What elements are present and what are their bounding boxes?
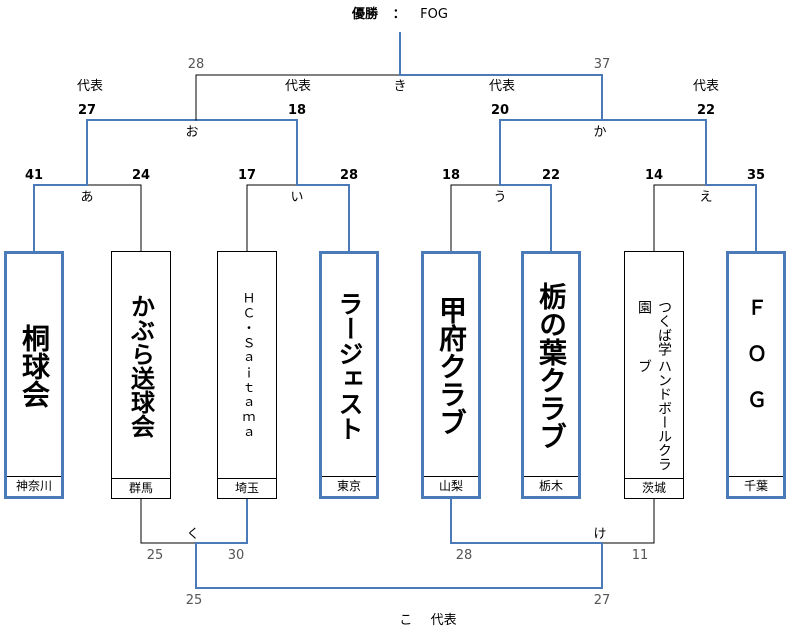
line-ke-ko bbox=[399, 542, 603, 589]
line-team4-i bbox=[296, 184, 350, 252]
match-label-ka: か bbox=[593, 125, 607, 140]
team-box-8: ＦＯＧ 千葉 bbox=[726, 251, 786, 499]
line-e-ka bbox=[601, 119, 707, 186]
team-box-4: ラージェスト 東京 bbox=[319, 251, 379, 499]
match-label-e: え bbox=[699, 190, 713, 205]
score-ke-left: 28 bbox=[455, 548, 473, 563]
team-prefecture: 山梨 bbox=[424, 476, 478, 496]
match-label-ko-block: こ 代表 bbox=[399, 614, 456, 628]
score-ka-left: 20 bbox=[490, 103, 510, 118]
team-name: ＨＣ・Ｓａｉｔａｍａ bbox=[239, 290, 255, 441]
champion-title: 優勝 ： FOG bbox=[352, 8, 448, 22]
score-ka-right: 22 bbox=[696, 103, 716, 118]
match-label-i: い bbox=[290, 190, 304, 205]
score-ko-right: 27 bbox=[593, 593, 611, 608]
score-ki-left: 28 bbox=[187, 57, 205, 72]
match-label-o: お bbox=[185, 125, 199, 140]
team-prefecture: 千葉 bbox=[729, 476, 783, 496]
team-box-2: かぶら送球会 群馬 bbox=[111, 251, 171, 499]
team-prefecture: 茨城 bbox=[625, 478, 683, 498]
team-name-line2: ハンドボールクラブ bbox=[636, 358, 672, 471]
line-team1-a bbox=[33, 184, 88, 252]
line-o-ki bbox=[195, 74, 401, 121]
line-team6-u bbox=[499, 184, 552, 252]
team-box-6: 栃の葉クラブ 栃木 bbox=[521, 251, 581, 499]
team-name: つくば学園 bbox=[636, 300, 672, 356]
champion-label: 優勝 bbox=[352, 7, 379, 22]
team-prefecture: 神奈川 bbox=[7, 476, 61, 496]
team-box-1: 桐球会 神奈川 bbox=[4, 251, 64, 499]
line-u-ka bbox=[499, 119, 603, 186]
team-name: かぶら送球会 bbox=[126, 293, 155, 438]
score-o-right: 18 bbox=[287, 103, 307, 118]
line-team3-i bbox=[246, 184, 298, 252]
line-team7-e bbox=[653, 184, 707, 252]
line-team3-ku bbox=[195, 498, 248, 544]
champion-separator: ： bbox=[392, 7, 406, 22]
score-u-right: 22 bbox=[541, 168, 561, 183]
score-ku-left: 25 bbox=[146, 548, 164, 563]
match-label-ku: く bbox=[186, 527, 200, 542]
score-i-left: 17 bbox=[237, 168, 257, 183]
match-label-a: あ bbox=[80, 190, 94, 205]
match-label-u: う bbox=[493, 190, 507, 205]
representative-label: 代表 bbox=[488, 79, 516, 94]
score-ke-right: 11 bbox=[631, 548, 649, 563]
score-a-right: 24 bbox=[131, 168, 151, 183]
line-team2-a bbox=[86, 184, 142, 252]
team-name: ラージェスト bbox=[335, 290, 364, 441]
team-name: 栃の葉クラブ bbox=[535, 281, 568, 450]
representative-label: 代表 bbox=[284, 79, 312, 94]
score-ku-right: 30 bbox=[227, 548, 245, 563]
score-ki-right: 37 bbox=[593, 57, 611, 72]
team-box-7: つくば学園 ハンドボールクラブ 茨城 bbox=[624, 251, 684, 499]
line-a-o bbox=[86, 119, 197, 186]
team-name: 桐球会 bbox=[18, 323, 51, 408]
representative-label: 代表 bbox=[430, 613, 457, 628]
score-a-left: 41 bbox=[24, 168, 44, 183]
team-box-5: 甲府クラブ 山梨 bbox=[421, 251, 481, 499]
line-ka-ki bbox=[399, 74, 603, 121]
team-name: ＦＯＧ bbox=[743, 296, 768, 435]
line-team8-e bbox=[705, 184, 757, 252]
team-prefecture: 群馬 bbox=[112, 478, 170, 498]
line-team2-ku bbox=[140, 498, 197, 544]
match-label-ko: こ bbox=[399, 613, 413, 628]
match-label-ki: き bbox=[393, 79, 407, 94]
team-prefecture: 埼玉 bbox=[218, 478, 276, 498]
line-team5-u bbox=[450, 184, 501, 252]
score-e-right: 35 bbox=[746, 168, 766, 183]
line-team7-ke bbox=[601, 498, 655, 544]
team-box-3: ＨＣ・Ｓａｉｔａｍａ 埼玉 bbox=[217, 251, 277, 499]
line-team5-ke bbox=[450, 498, 603, 544]
team-name: 甲府クラブ bbox=[435, 295, 468, 436]
score-ko-left: 25 bbox=[185, 593, 203, 608]
representative-label: 代表 bbox=[692, 79, 720, 94]
line-ku-ko bbox=[195, 542, 401, 589]
score-i-right: 28 bbox=[339, 168, 359, 183]
score-u-left: 18 bbox=[441, 168, 461, 183]
team-prefecture: 東京 bbox=[322, 476, 376, 496]
representative-label: 代表 bbox=[76, 79, 104, 94]
champion-name: FOG bbox=[420, 7, 448, 22]
match-label-ke: け bbox=[593, 527, 607, 542]
score-e-left: 14 bbox=[644, 168, 664, 183]
team-prefecture: 栃木 bbox=[524, 476, 578, 496]
line-i-o bbox=[195, 119, 298, 186]
team-name-block: つくば学園 ハンドボールクラブ bbox=[625, 252, 683, 479]
score-o-left: 27 bbox=[77, 103, 97, 118]
